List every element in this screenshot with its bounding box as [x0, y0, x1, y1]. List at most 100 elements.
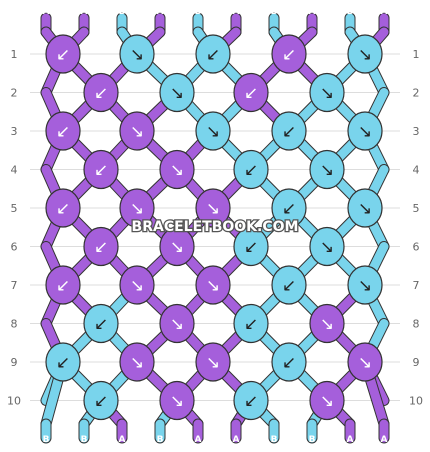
knot	[271, 34, 307, 74]
knot	[83, 380, 119, 421]
knot	[309, 226, 345, 267]
row-number-left: 7	[11, 279, 18, 292]
row-number-right: 6	[413, 241, 420, 254]
row-number-left: 4	[11, 164, 18, 177]
arrow-down-right-icon: ↘	[130, 199, 144, 219]
arrow-down-right-icon: ↘	[320, 315, 334, 335]
end-strand-label: B	[157, 435, 164, 445]
arrow-down-right-icon: ↘	[170, 392, 184, 412]
knot	[347, 342, 383, 382]
knot	[45, 342, 81, 382]
row-number-left: 6	[11, 241, 18, 254]
arrow-down-right-icon: ↘	[320, 161, 334, 181]
start-strand-label: A	[233, 7, 240, 17]
knot	[119, 34, 155, 74]
arrow-down-left-icon: ↙	[94, 161, 108, 181]
knot	[159, 380, 195, 421]
knot	[271, 111, 307, 151]
arrow-down-left-icon: ↙	[244, 392, 258, 412]
end-strand-label: A	[195, 435, 202, 445]
end-strand-label: B	[43, 435, 50, 445]
arrow-down-left-icon: ↙	[94, 315, 108, 335]
arrow-down-right-icon: ↘	[358, 276, 372, 296]
arrow-down-left-icon: ↙	[56, 353, 70, 373]
end-strand-label: B	[309, 435, 316, 445]
knot	[159, 149, 195, 190]
knot	[83, 149, 119, 190]
row-number-right: 2	[413, 87, 420, 100]
knot	[271, 342, 307, 382]
arrow-down-right-icon: ↘	[320, 84, 334, 104]
arrow-down-left-icon: ↙	[56, 276, 70, 296]
arrow-down-left-icon: ↙	[282, 45, 296, 65]
arrow-down-left-icon: ↙	[282, 353, 296, 373]
knot	[347, 265, 383, 305]
start-strand-label: A	[157, 7, 164, 17]
knot	[119, 188, 155, 228]
arrow-down-left-icon: ↙	[56, 45, 70, 65]
arrow-down-right-icon: ↘	[130, 122, 144, 142]
arrow-down-right-icon: ↘	[170, 161, 184, 181]
knot	[119, 265, 155, 305]
knot	[159, 226, 195, 267]
arrow-down-right-icon: ↘	[206, 199, 220, 219]
arrow-down-right-icon: ↘	[206, 276, 220, 296]
knot	[83, 72, 119, 113]
arrow-down-left-icon: ↙	[282, 276, 296, 296]
knot	[347, 34, 383, 74]
row-number-right: 5	[413, 202, 420, 215]
arrow-down-right-icon: ↘	[130, 353, 144, 373]
arrow-down-left-icon: ↙	[56, 122, 70, 142]
arrow-down-right-icon: ↘	[358, 122, 372, 142]
arrow-down-left-icon: ↙	[282, 199, 296, 219]
start-strand-label: A	[43, 7, 50, 17]
row-number-left: 2	[11, 87, 18, 100]
knot	[309, 380, 345, 421]
watermark: BRACELETBOOK.COM	[132, 219, 299, 235]
arrow-down-left-icon: ↙	[244, 84, 258, 104]
arrow-down-right-icon: ↘	[320, 392, 334, 412]
knot	[233, 149, 269, 190]
knot	[45, 188, 81, 228]
start-strand-label: B	[119, 7, 126, 17]
knot	[45, 265, 81, 305]
arrow-down-left-icon: ↙	[94, 392, 108, 412]
knot	[45, 34, 81, 74]
knot-grid: ↙↘↙↙↘↙↘↙↘↙↘↘↙↘↙↘↙↘↙↘↘↙↘↙↘↙↘↙↘↘↙↘↙↘↙↘↙↘↘↙…	[45, 34, 383, 421]
row-number-right: 7	[413, 279, 420, 292]
start-strand-label: A	[309, 7, 316, 17]
row-number-left: 5	[11, 202, 18, 215]
start-strand-label: B	[347, 7, 354, 17]
knot	[195, 111, 231, 151]
arrow-down-right-icon: ↘	[170, 84, 184, 104]
row-number-left: 9	[11, 356, 18, 369]
row-number-left: 3	[11, 125, 18, 138]
row-number-right: 8	[413, 318, 420, 331]
arrow-down-right-icon: ↘	[130, 45, 144, 65]
arrow-down-left-icon: ↙	[282, 122, 296, 142]
arrow-down-right-icon: ↘	[358, 45, 372, 65]
knot	[83, 226, 119, 267]
knot	[309, 303, 345, 344]
arrow-down-left-icon: ↙	[244, 315, 258, 335]
knot	[83, 303, 119, 344]
row-number-left: 10	[7, 395, 21, 408]
end-strand-label: A	[347, 435, 354, 445]
knot	[233, 226, 269, 267]
row-number-left: 1	[11, 48, 18, 61]
arrow-down-right-icon: ↘	[170, 238, 184, 258]
end-strand-label: B	[271, 435, 278, 445]
arrow-down-right-icon: ↘	[358, 353, 372, 373]
knot	[347, 111, 383, 151]
arrow-down-right-icon: ↘	[358, 199, 372, 219]
arrow-down-right-icon: ↘	[320, 238, 334, 258]
knot	[271, 188, 307, 228]
knot	[195, 265, 231, 305]
arrow-down-right-icon: ↘	[206, 353, 220, 373]
arrow-down-left-icon: ↙	[244, 238, 258, 258]
row-number-right: 4	[413, 164, 420, 177]
knot	[195, 188, 231, 228]
end-strand-label: B	[81, 435, 88, 445]
arrow-down-left-icon: ↙	[206, 45, 220, 65]
arrow-down-left-icon: ↙	[56, 199, 70, 219]
